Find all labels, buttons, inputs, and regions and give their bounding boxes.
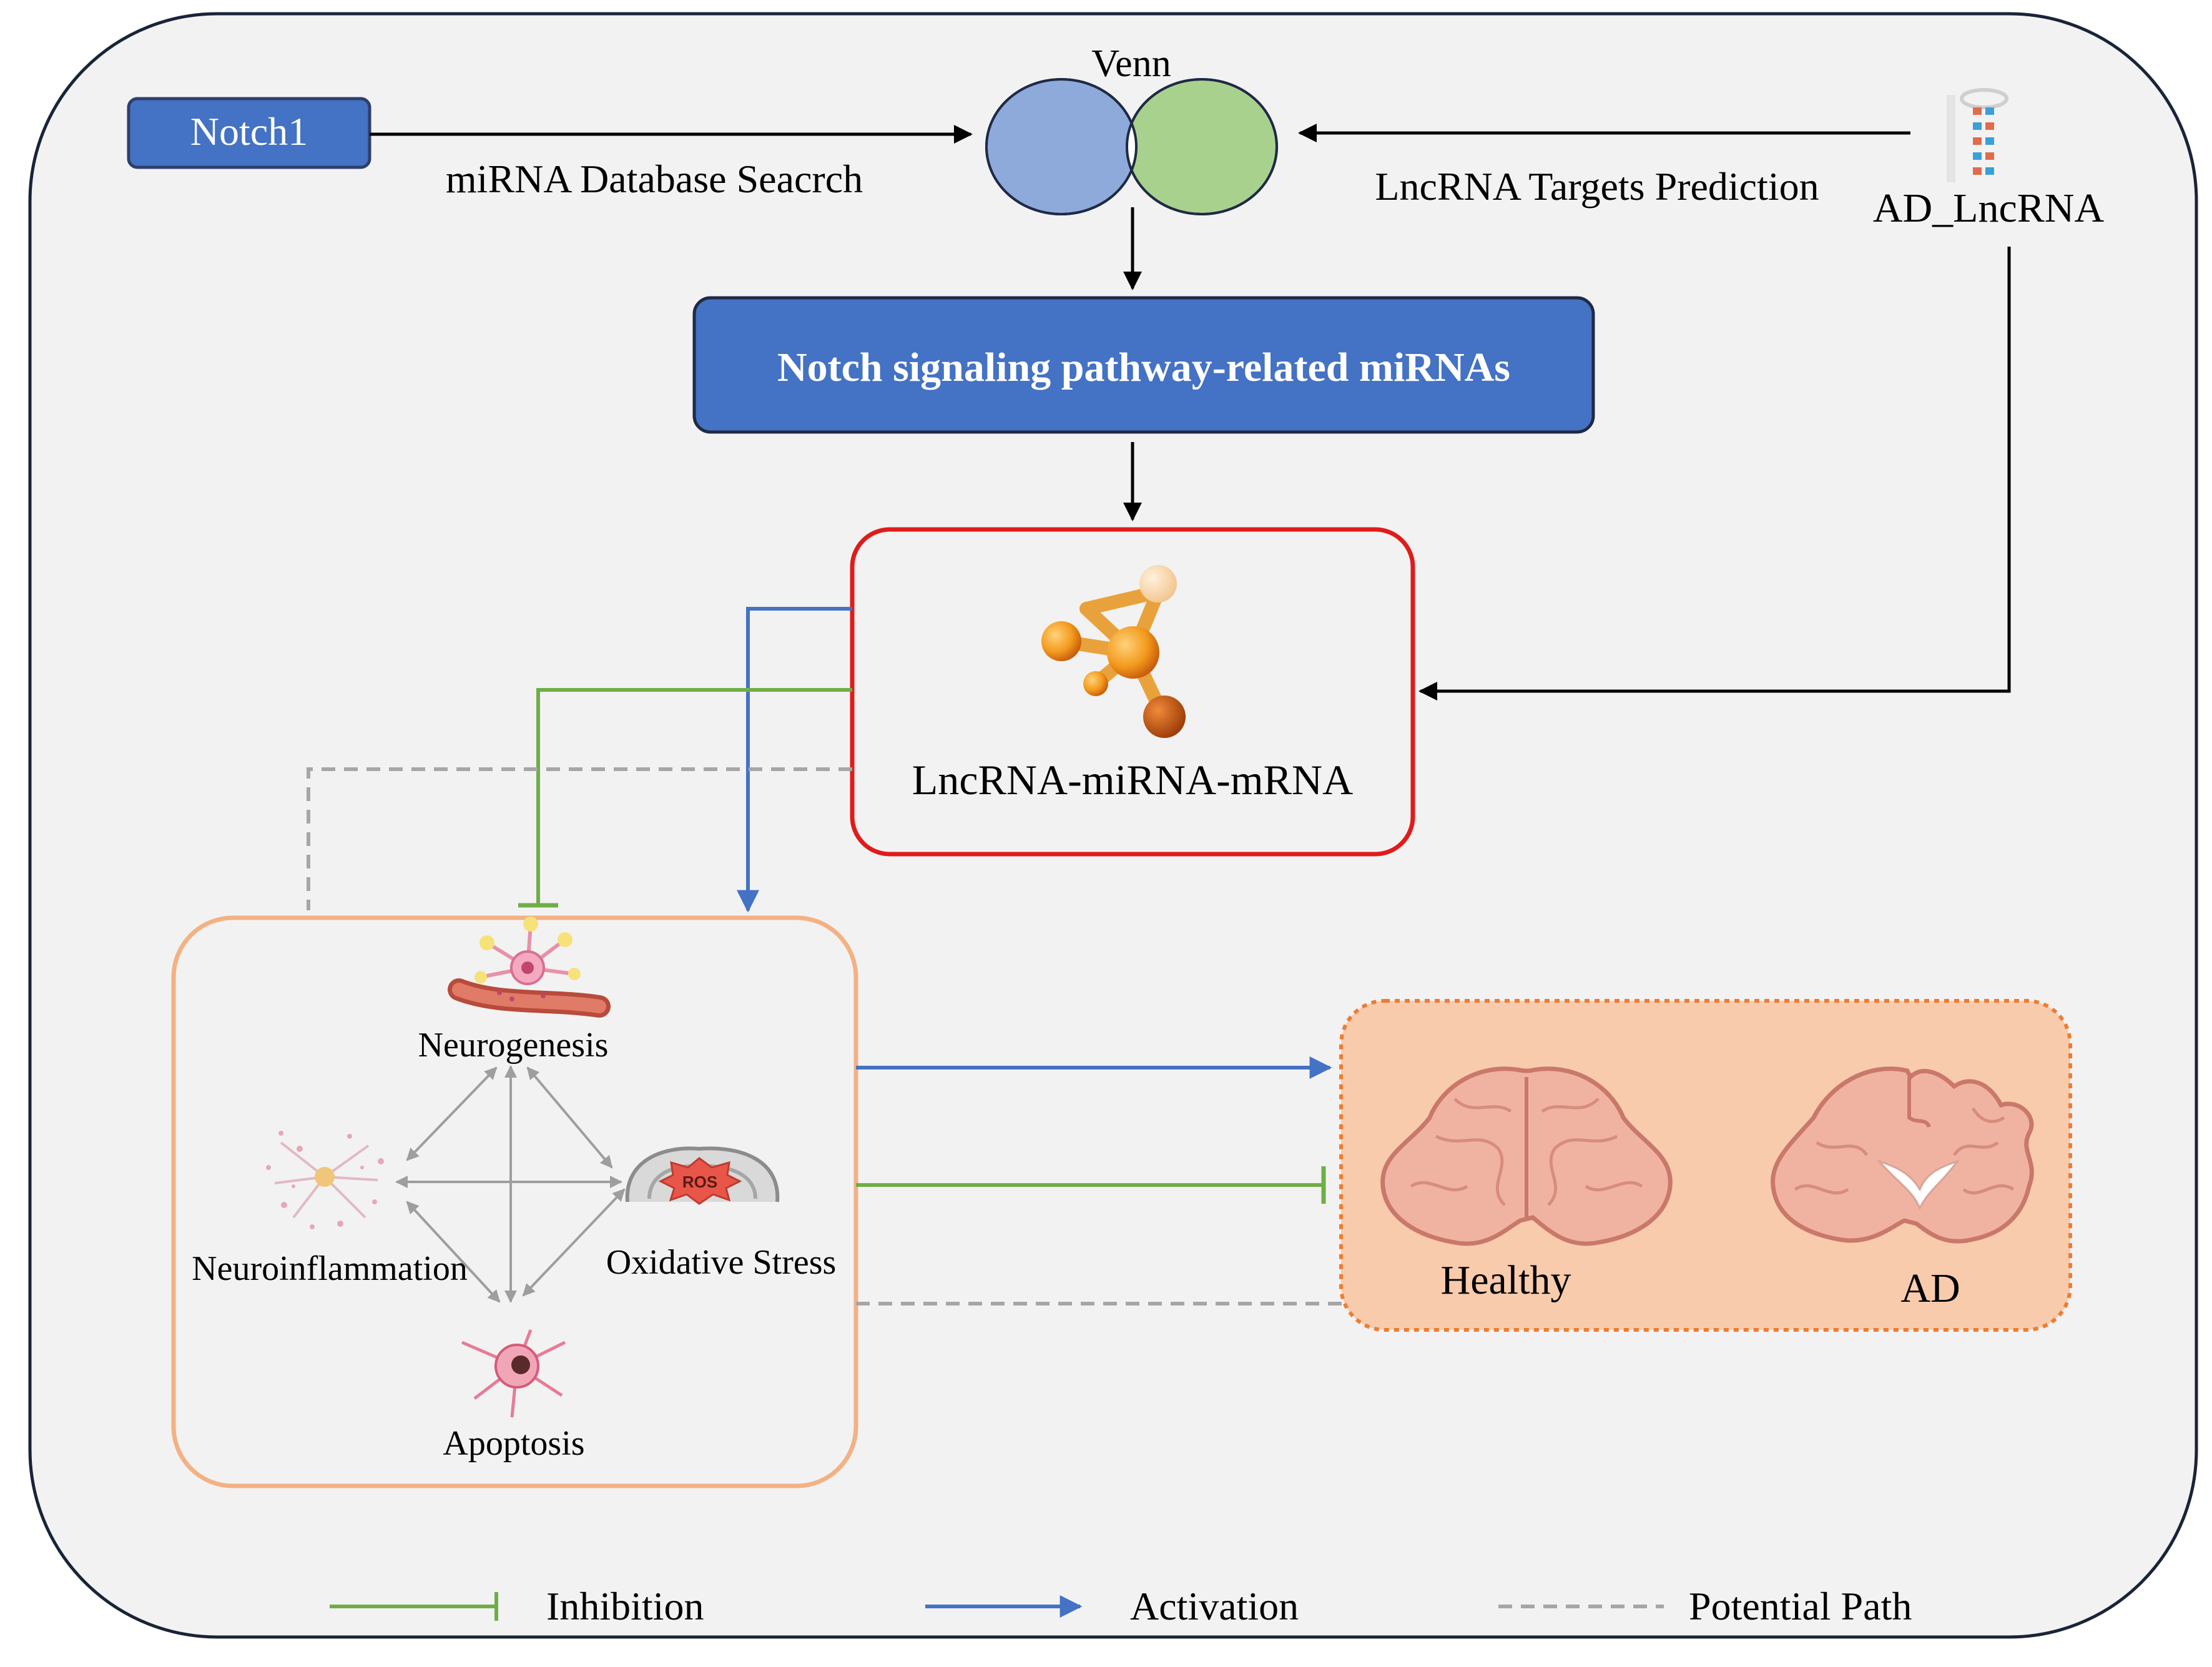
pathway-mirnas-box: Notch signaling pathway-related miRNAs <box>692 296 1595 434</box>
network-icon <box>1041 565 1186 738</box>
legend-activation-label: Activation <box>1130 1584 1299 1628</box>
inhibition-network-to-processes <box>536 688 852 905</box>
legend-potential-label: Potential Path <box>1689 1584 1912 1628</box>
venn-diagram: Venn <box>985 42 1278 215</box>
neuroinflammation-icon <box>266 1131 384 1229</box>
network-label: LncRNA-miRNA-mRNA <box>912 756 1353 804</box>
healthy-label: Healthy <box>1441 1257 1571 1303</box>
potential-network-to-processes <box>307 767 852 910</box>
ros-label: ROS <box>682 1173 717 1191</box>
rna-icon <box>1947 88 2008 182</box>
apoptosis-icon <box>461 1329 566 1418</box>
neuroinflammation-label: Neuroinflammation <box>192 1249 468 1288</box>
oxidative-stress-label: Oxidative Stress <box>606 1243 837 1282</box>
activation-network-to-processes <box>737 607 852 913</box>
oxidative-stress-icon: ROS <box>625 1146 780 1205</box>
process-interaction-arrows <box>395 1065 626 1303</box>
mirna-search-label: miRNA Database Seacrch <box>446 157 863 201</box>
neurogenesis-icon <box>448 917 611 1018</box>
lncrna-prediction-label: LncRNA Targets Prediction <box>1375 164 1819 209</box>
venn-label: Venn <box>1091 42 1171 85</box>
ad-brain-icon <box>1771 1066 2034 1244</box>
pathway-mirnas-label: Notch signaling pathway-related miRNAs <box>777 345 1510 390</box>
notch1-box: Notch1 <box>127 97 371 169</box>
neurogenesis-label: Neurogenesis <box>418 1026 609 1065</box>
healthy-brain-icon <box>1380 1066 1673 1246</box>
legend: Inhibition Activation Potential Path <box>330 1584 1912 1628</box>
ad-lncrna-label: AD_LncRNA <box>1873 185 2105 231</box>
network-box: LncRNA-miRNA-mRNA <box>850 527 1415 857</box>
ad-label: AD <box>1900 1266 1960 1311</box>
notch1-label: Notch1 <box>190 109 308 154</box>
legend-inhibition-label: Inhibition <box>546 1584 704 1628</box>
arrow-lncrna-to-network <box>1418 247 2011 701</box>
apoptosis-label: Apoptosis <box>443 1424 584 1463</box>
